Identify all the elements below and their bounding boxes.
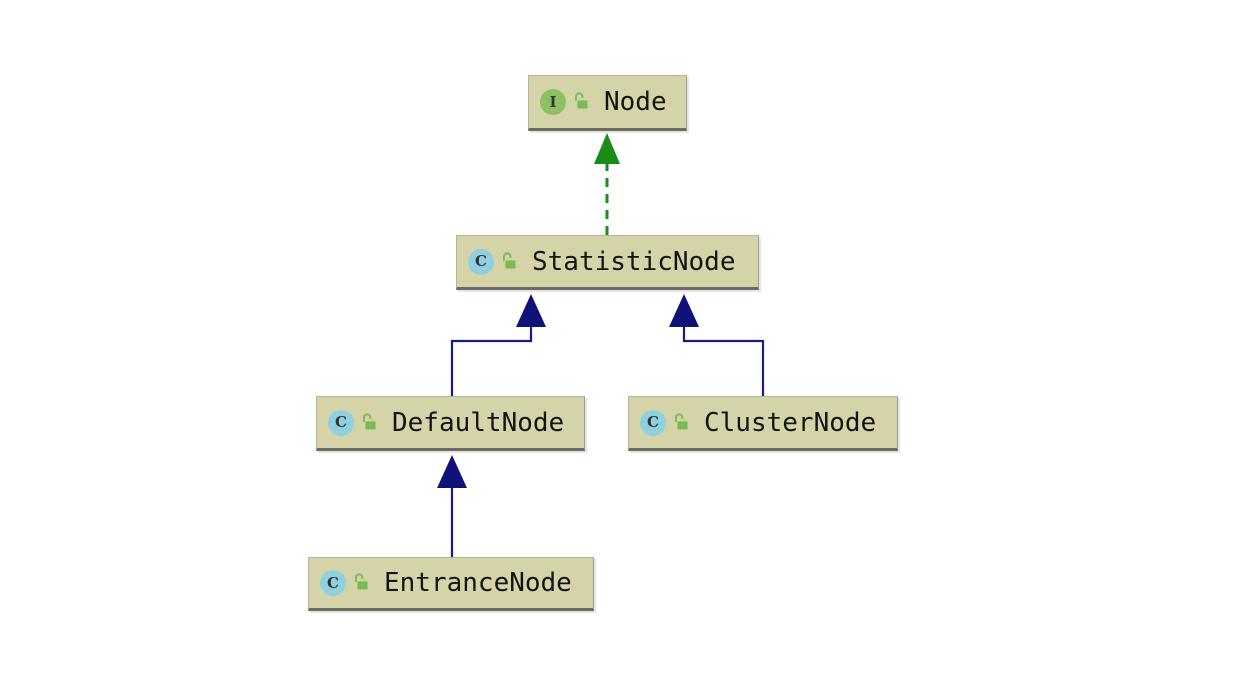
generalization-arrowhead — [516, 294, 546, 327]
uml-node-label: EntranceNode — [384, 568, 572, 598]
generalization-arrowhead — [669, 294, 699, 327]
generalization-arrowhead — [437, 455, 467, 488]
edge-clusternode-extends-statisticnode[interactable] — [669, 294, 765, 396]
uml-node-statisticnode[interactable]: C StatisticNode — [456, 235, 759, 290]
uml-node-node[interactable]: I Node — [528, 75, 687, 131]
generalization-line — [450, 325, 533, 396]
class-icon: C — [640, 409, 666, 436]
uml-node-clusternode[interactable]: C ClusterNode — [628, 396, 898, 451]
edge-defaultnode-extends-statisticnode[interactable] — [450, 294, 546, 396]
class-icon: C — [468, 248, 494, 275]
unlocked-padlock-icon — [352, 573, 370, 593]
unlocked-padlock-icon — [360, 412, 378, 433]
uml-node-label: Node — [604, 87, 667, 117]
uml-node-defaultnode[interactable]: C DefaultNode — [316, 396, 585, 451]
class-icon: C — [328, 409, 354, 436]
generalization-line — [682, 325, 765, 396]
uml-node-entrancenode[interactable]: C EntranceNode — [308, 557, 594, 611]
unlocked-padlock-icon — [572, 92, 590, 112]
edge-entrancenode-extends-defaultnode[interactable] — [437, 455, 467, 557]
interface-icon: I — [540, 89, 566, 115]
realization-arrowhead — [594, 133, 620, 164]
uml-node-label: DefaultNode — [392, 407, 565, 438]
class-icon: C — [320, 570, 346, 596]
edge-statisticnode-realizes-node[interactable] — [594, 133, 620, 235]
uml-node-label: StatisticNode — [532, 246, 736, 277]
unlocked-padlock-icon — [500, 251, 518, 272]
unlocked-padlock-icon — [672, 412, 690, 433]
uml-node-label: ClusterNode — [704, 407, 877, 438]
